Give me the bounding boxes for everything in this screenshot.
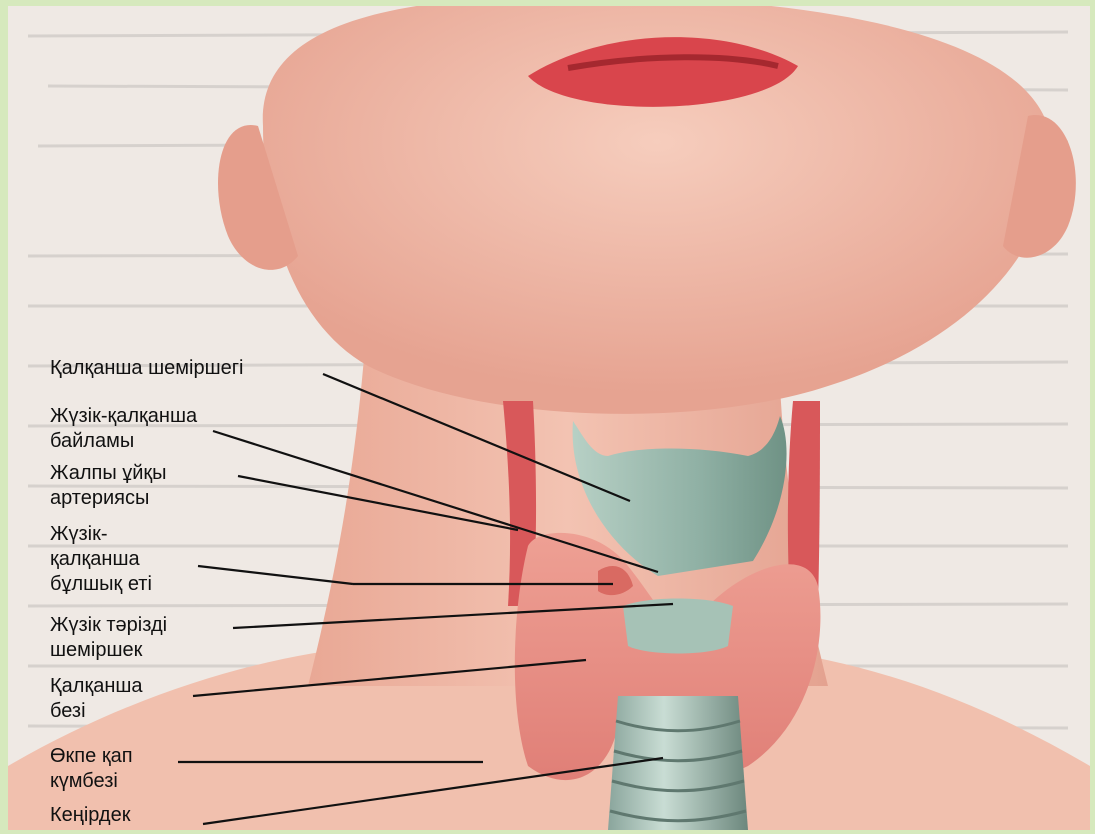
label-trachea: Кеңірдек xyxy=(50,803,130,828)
label-cricoid-cartilage-line2: шеміршек xyxy=(50,638,142,663)
label-cricothyroid-ligament-line2: байламы xyxy=(50,429,134,454)
label-cricothyroid-muscle-line2: қалқанша xyxy=(50,547,140,572)
label-cricoid-cartilage-line1: Жүзік тәрізді xyxy=(50,613,167,638)
label-cricothyroid-muscle-line1: Жүзік- xyxy=(50,522,108,547)
anatomy-illustration: Қалқанша шеміршегі Жүзік-қалқанша байлам… xyxy=(8,6,1090,830)
label-common-carotid-line1: Жалпы ұйқы xyxy=(50,461,167,486)
label-common-carotid-line2: артериясы xyxy=(50,486,149,511)
label-cricothyroid-muscle-line3: бұлшық еті xyxy=(50,572,152,597)
label-thyroid-gland-line2: безі xyxy=(50,699,86,724)
label-thyroid-gland-line1: Қалқанша xyxy=(50,674,143,699)
label-pleura-dome-line2: күмбезі xyxy=(50,769,118,794)
label-thyroid-cartilage: Қалқанша шеміршегі xyxy=(50,356,243,381)
label-cricothyroid-ligament-line1: Жүзік-қалқанша xyxy=(50,404,197,429)
label-pleura-dome-line1: Өкпе қап xyxy=(50,744,133,769)
